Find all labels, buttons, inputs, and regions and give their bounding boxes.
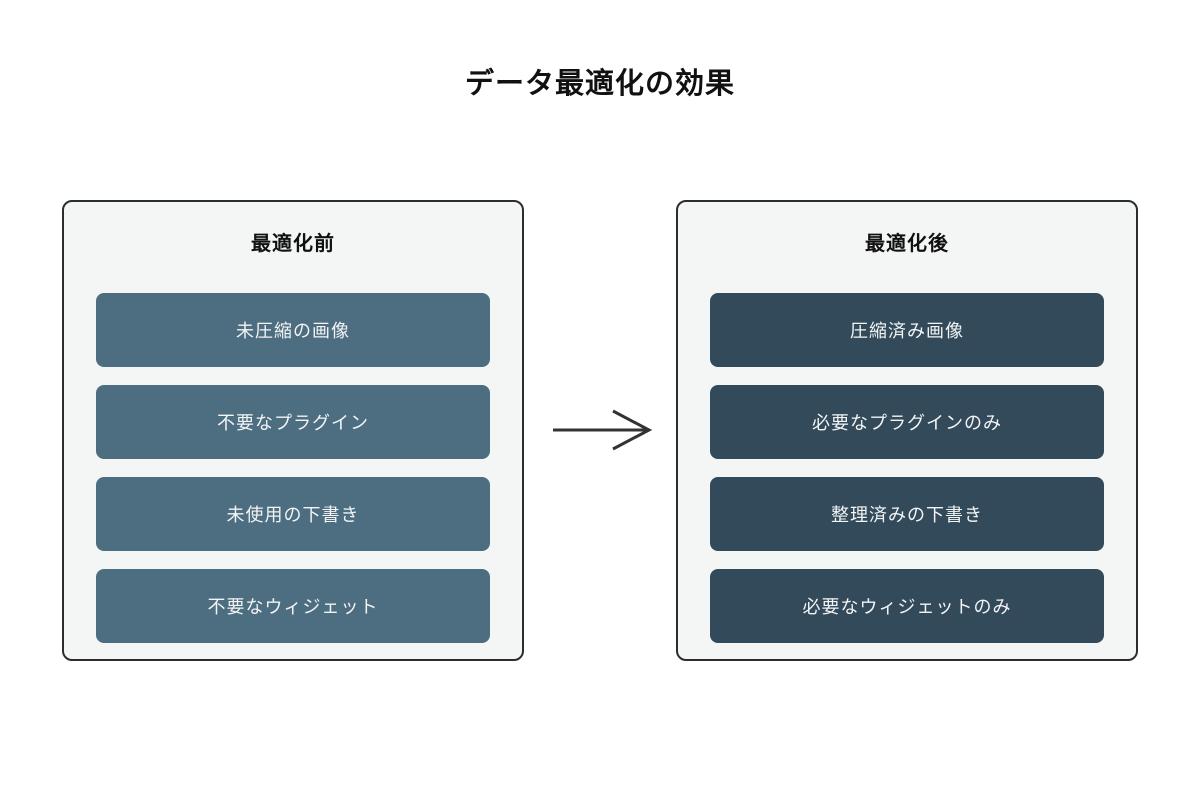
before-panel-title: 最適化前 — [251, 233, 335, 255]
after-panel: 最適化後 圧縮済み画像 必要なプラグインのみ 整理済みの下書き 必要なウィジェッ… — [676, 200, 1138, 661]
page-title: データ最適化の効果 — [464, 68, 735, 100]
list-item: 必要なプラグインのみ — [710, 385, 1104, 459]
list-item: 整理済みの下書き — [710, 477, 1104, 551]
before-items-list: 未圧縮の画像 不要なプラグイン 未使用の下書き 不要なウィジェット — [96, 293, 490, 661]
list-item: 未圧縮の画像 — [96, 293, 490, 367]
after-items-list: 圧縮済み画像 必要なプラグインのみ 整理済みの下書き 必要なウィジェットのみ — [710, 293, 1104, 661]
after-panel-title: 最適化後 — [865, 233, 949, 255]
list-item: 不要なウィジェット — [96, 569, 490, 643]
list-item: 未使用の下書き — [96, 477, 490, 551]
list-item: 不要なプラグイン — [96, 385, 490, 459]
right-arrow-icon — [551, 407, 655, 453]
list-item: 圧縮済み画像 — [710, 293, 1104, 367]
before-panel: 最適化前 未圧縮の画像 不要なプラグイン 未使用の下書き 不要なウィジェット — [62, 200, 524, 661]
list-item: 必要なウィジェットのみ — [710, 569, 1104, 643]
